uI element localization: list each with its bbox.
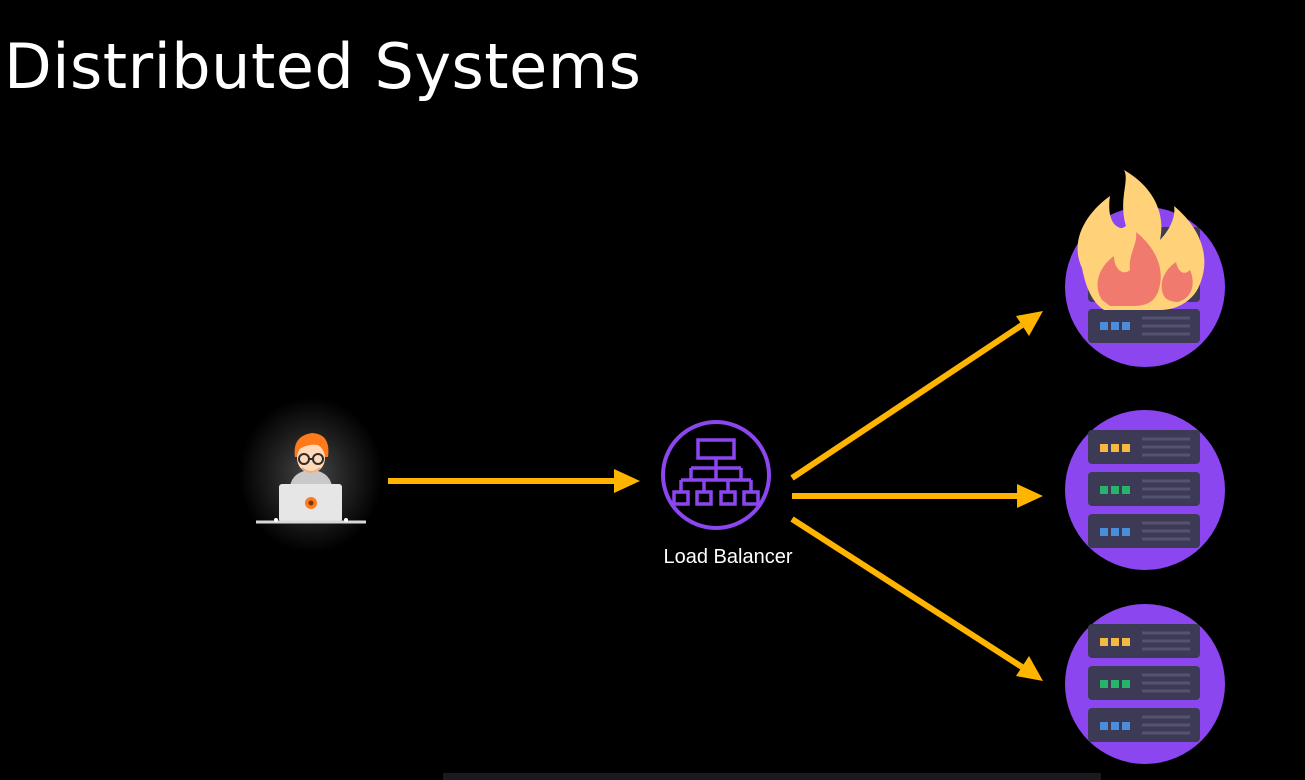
- load-balancer-node: Load Balancer: [661, 420, 793, 568]
- lb-to-server-1-arrow: [790, 311, 1043, 481]
- developer-laptop-icon: [239, 397, 383, 553]
- hierarchy-network-icon: [672, 438, 760, 506]
- slide-title: Distributed Systems: [4, 30, 642, 103]
- server-rack-icon: [1088, 430, 1200, 548]
- bottom-scroll-bar: [443, 773, 1101, 780]
- lb-to-server-2-arrow: [792, 484, 1043, 508]
- server-1-node: [1065, 170, 1225, 367]
- server-2-node: [1065, 410, 1225, 570]
- load-balancer-label: Load Balancer: [664, 546, 793, 568]
- fire-icon: [1077, 170, 1205, 310]
- server-3-node: [1065, 604, 1225, 764]
- client-to-lb-arrow: [388, 469, 640, 493]
- server-rack-icon: [1088, 624, 1200, 742]
- lb-to-server-3-arrow: [790, 516, 1043, 681]
